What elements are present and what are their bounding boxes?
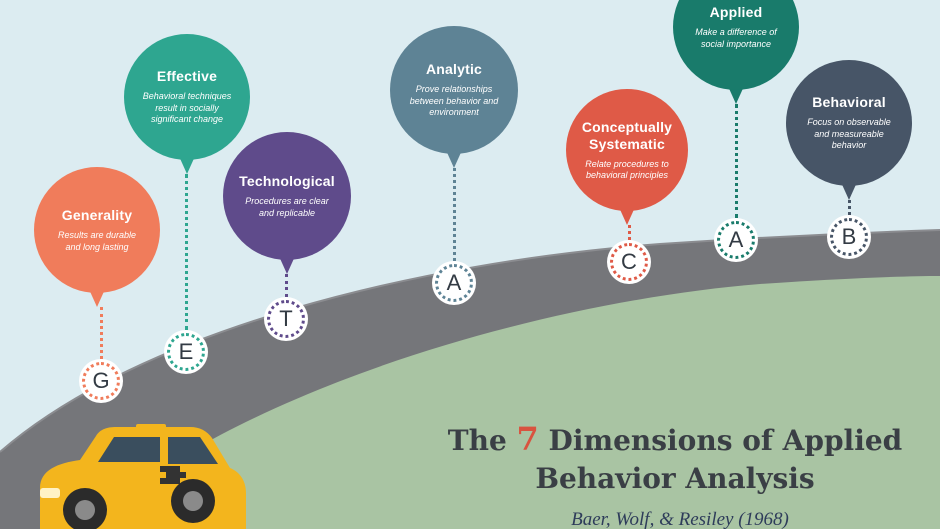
taxi-illustration xyxy=(40,424,246,529)
dimension-description: Make a difference of social importance xyxy=(695,27,777,49)
connector-effective xyxy=(185,174,188,330)
dimension-description: Results are durable and long lasting xyxy=(57,230,137,252)
dimension-name: Behavioral xyxy=(812,94,886,111)
citation: Baer, Wolf, & Resiley (1968) xyxy=(571,509,789,529)
connector-conceptually-systematic xyxy=(628,225,631,240)
dimension-name: Applied xyxy=(709,4,763,20)
title-line-2: Behavior Analysis xyxy=(535,462,815,495)
dimension-description: Focus on observable and measureable beha… xyxy=(807,117,891,151)
connector-applied xyxy=(735,104,738,218)
hill xyxy=(80,276,940,529)
letter-marker-applied: A xyxy=(717,221,755,259)
connector-behavioral xyxy=(848,200,851,215)
title-prefix: The xyxy=(447,424,507,457)
title-line-1: The 7 Dimensions of Applied xyxy=(420,420,930,460)
letter-marker-generality: G xyxy=(82,362,120,400)
infographic-title: The 7 Dimensions of Applied Behavior Ana… xyxy=(420,420,930,498)
letter-marker-conceptually-systematic: C xyxy=(610,243,648,281)
dimension-description: Behavioral techniques result in socially… xyxy=(142,91,232,125)
letter-marker-analytic: A xyxy=(435,264,473,302)
dimension-description: Prove relationships between behavior and… xyxy=(409,84,499,118)
dimension-description: Procedures are clear and replicable xyxy=(245,196,329,218)
connector-technological xyxy=(285,274,288,297)
letter-marker-technological: T xyxy=(267,300,305,338)
connector-analytic xyxy=(453,168,456,261)
connector-generality xyxy=(100,307,103,359)
dimension-name: Technological xyxy=(239,173,335,189)
letter-marker-effective: E xyxy=(167,333,205,371)
title-number: 7 xyxy=(516,420,539,458)
title-rest: Dimensions of Applied xyxy=(548,424,903,457)
dimension-name: Effective xyxy=(156,68,218,85)
dimension-name: Analytic xyxy=(425,61,483,78)
letter-marker-behavioral: B xyxy=(830,218,868,256)
dimension-name: Conceptually Systematic xyxy=(581,118,673,152)
dimension-description: Relate procedures to behavioral principl… xyxy=(585,158,669,181)
dimension-name: Generality xyxy=(61,207,133,223)
